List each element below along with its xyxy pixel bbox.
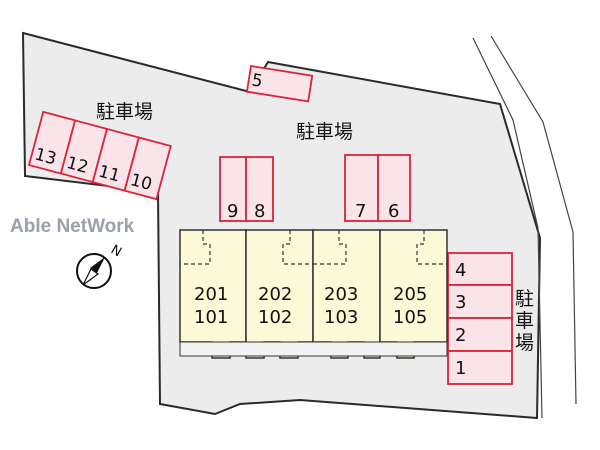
parking-label-right-1: 駐 xyxy=(515,288,534,310)
parking-space xyxy=(245,156,274,222)
parking-space-number: 8 xyxy=(254,201,265,222)
parking-space-number: 4 xyxy=(455,260,466,281)
unit-number-lower: 102 xyxy=(258,307,292,328)
parking-space-number: 5 xyxy=(250,70,264,91)
unit-number-upper: 201 xyxy=(194,284,228,305)
compass-north-label: N xyxy=(108,242,124,260)
unit-number-lower: 105 xyxy=(393,307,427,328)
parking-space xyxy=(245,64,314,103)
parking-space xyxy=(219,156,247,222)
parking-space xyxy=(123,136,172,201)
unit-number-upper: 205 xyxy=(393,284,427,305)
staircase-outline xyxy=(180,230,211,265)
staircase-outline xyxy=(313,230,347,265)
parking-space xyxy=(447,317,513,352)
apartment-building: 201 101 202 102 203 103 205 105 xyxy=(179,229,448,359)
parking-space-number: 2 xyxy=(455,325,466,346)
building-base xyxy=(179,341,448,357)
unit-number-lower: 103 xyxy=(324,307,358,328)
parking-space xyxy=(447,284,513,319)
unit-number-lower: 101 xyxy=(194,307,228,328)
parking-space xyxy=(344,154,379,222)
parking-label-right-2: 車 xyxy=(515,310,534,332)
parking-space-number: 1 xyxy=(455,358,466,379)
parking-label-right-3: 場 xyxy=(515,332,534,354)
road-edge-line xyxy=(490,35,577,405)
unit-number-upper: 203 xyxy=(324,284,358,305)
parking-label-center: 駐車場 xyxy=(296,121,353,143)
unit-number-upper: 202 xyxy=(258,284,292,305)
parking-space xyxy=(447,350,513,385)
staircase-outline xyxy=(416,230,447,265)
parking-space xyxy=(377,154,411,222)
compass-icon: N xyxy=(76,242,124,289)
parking-space-number: 9 xyxy=(227,201,238,222)
staircase-outline xyxy=(282,230,313,265)
parking-label-left: 駐車場 xyxy=(96,101,153,123)
parking-space-number: 6 xyxy=(388,201,399,222)
parking-space-number: 3 xyxy=(455,292,466,313)
parking-space-number: 7 xyxy=(355,201,366,222)
road-edge-line xyxy=(472,37,543,419)
watermark: Able NetWork xyxy=(10,216,135,237)
